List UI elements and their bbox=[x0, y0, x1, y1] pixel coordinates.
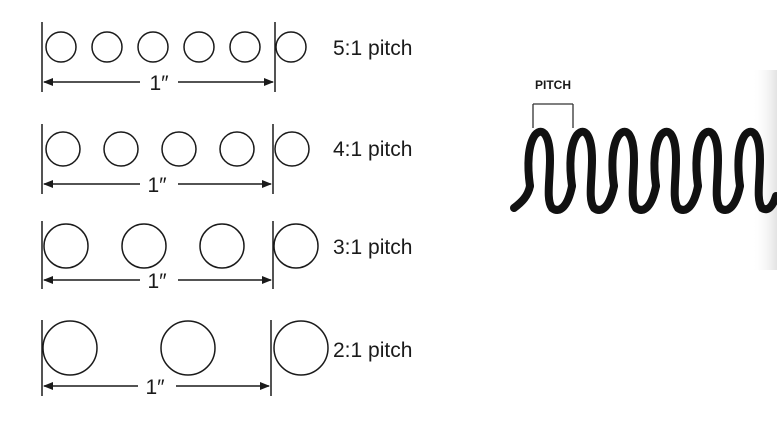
pitch-label: 4:1 pitch bbox=[333, 138, 412, 161]
pitch-row-5-1: 1″ 5:1 pitch bbox=[41, 22, 412, 95]
pitch-label: 3:1 pitch bbox=[333, 236, 412, 259]
coil-loop bbox=[524, 127, 576, 214]
hole-circle bbox=[161, 131, 197, 167]
pitch-bracket bbox=[532, 103, 574, 128]
hole-circle bbox=[219, 131, 255, 167]
hole-circle bbox=[137, 31, 169, 63]
coil-loop bbox=[692, 127, 744, 214]
pitch-row-3-1: 1″ 3:1 pitch bbox=[41, 221, 412, 293]
span-label: 1″ bbox=[147, 270, 167, 293]
pitch-label: 2:1 pitch bbox=[333, 339, 412, 362]
hole-circle bbox=[199, 223, 245, 269]
hole-circle bbox=[229, 31, 261, 63]
hole-circle bbox=[121, 223, 167, 269]
coil-loop bbox=[566, 127, 618, 214]
hole-circle bbox=[160, 320, 216, 376]
hole-circle bbox=[45, 131, 81, 167]
pitch-row-4-1: 1″ 4:1 pitch bbox=[41, 124, 412, 197]
hole-circle bbox=[273, 223, 319, 269]
hole-circle bbox=[91, 31, 123, 63]
hole-circle bbox=[183, 31, 215, 63]
pitch-row-2-1: 1″ 2:1 pitch bbox=[41, 320, 412, 399]
span-label: 1″ bbox=[145, 376, 165, 399]
span-label: 1″ bbox=[149, 72, 169, 95]
hole-circle bbox=[274, 131, 310, 167]
coil-loop bbox=[734, 127, 777, 214]
hole-circle bbox=[103, 131, 139, 167]
coil-loop bbox=[650, 127, 702, 214]
hole-circle bbox=[275, 31, 307, 63]
hole-circle bbox=[45, 31, 77, 63]
spiral-coil-illustration: PITCH bbox=[510, 70, 777, 270]
span-label: 1″ bbox=[147, 174, 167, 197]
hole-circle bbox=[42, 320, 98, 376]
coil-loops bbox=[510, 127, 777, 214]
hole-circle bbox=[273, 320, 329, 376]
hole-circle bbox=[43, 223, 89, 269]
coil-loop bbox=[608, 127, 660, 214]
pitch-label: 5:1 pitch bbox=[333, 37, 412, 60]
coil-lead bbox=[510, 182, 534, 212]
coil-pitch-label: PITCH bbox=[535, 78, 571, 92]
